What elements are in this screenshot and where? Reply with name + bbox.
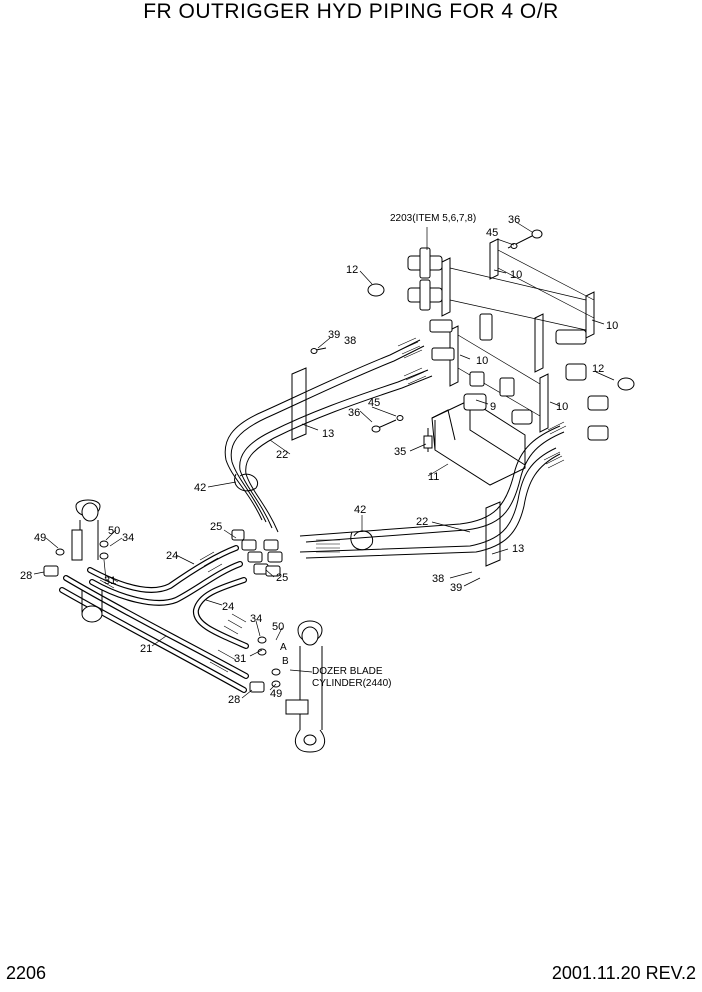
callout-28: 28	[228, 694, 240, 706]
callout-12: 12	[346, 264, 358, 276]
callout-36: 36	[508, 214, 520, 226]
callout-39: 39	[328, 329, 340, 341]
page-title: FR OUTRIGGER HYD PIPING FOR 4 O/R	[143, 0, 559, 23]
callout-10: 10	[606, 320, 618, 332]
callout-49: 49	[34, 532, 46, 544]
callout-25: 25	[210, 521, 222, 533]
callout-39: 39	[450, 582, 462, 594]
callout-13: 13	[322, 428, 334, 440]
callout-21: 21	[140, 643, 152, 655]
callout-31: 31	[234, 653, 246, 665]
callout-24: 24	[222, 601, 234, 613]
callout-10: 10	[476, 355, 488, 367]
callout-49: 49	[270, 688, 282, 700]
callout-31: 31	[104, 575, 116, 587]
callout-36: 36	[348, 407, 360, 419]
callout-24: 24	[166, 550, 178, 562]
valve-bracket-assembly	[310, 229, 635, 486]
leader-lines	[33, 221, 615, 699]
callout-13: 13	[512, 543, 524, 555]
callout-28: 28	[20, 570, 32, 582]
callout-25: 25	[276, 572, 288, 584]
left-cylinder	[43, 499, 109, 623]
port-b-label: B	[282, 656, 289, 667]
callout-34: 34	[122, 532, 134, 544]
callout-9: 9	[490, 401, 496, 413]
callout-35: 35	[394, 446, 406, 458]
cylinder-label-line2: CYLINDER(2440)	[312, 678, 391, 689]
callout-38: 38	[432, 573, 444, 585]
revision-date: 2001.11.20 REV.2	[551, 963, 696, 983]
callout-38: 38	[344, 335, 356, 347]
page-number: 2206	[6, 963, 47, 983]
callout-50: 50	[272, 621, 284, 633]
callout-42: 42	[194, 482, 206, 494]
fittings-cluster	[231, 529, 283, 577]
callout-45: 45	[486, 227, 498, 239]
callout-50: 50	[108, 525, 120, 537]
callout-45: 45	[368, 397, 380, 409]
callout-22: 22	[416, 516, 428, 528]
dozer-blade-cylinder	[249, 620, 326, 753]
callout-10: 10	[510, 269, 522, 281]
cylinder-label-line1: DOZER BLADE	[312, 666, 383, 677]
callout-42: 42	[354, 504, 366, 516]
callout-34: 34	[250, 613, 262, 625]
callout-22: 22	[276, 449, 288, 461]
port-a-label: A	[280, 642, 287, 653]
callout-11: 11	[428, 471, 439, 483]
callout-12: 12	[592, 363, 604, 375]
item-reference-note: 2203(ITEM 5,6,7,8)	[390, 213, 476, 224]
hose-lines	[59, 337, 567, 693]
callout-10: 10	[556, 401, 568, 413]
